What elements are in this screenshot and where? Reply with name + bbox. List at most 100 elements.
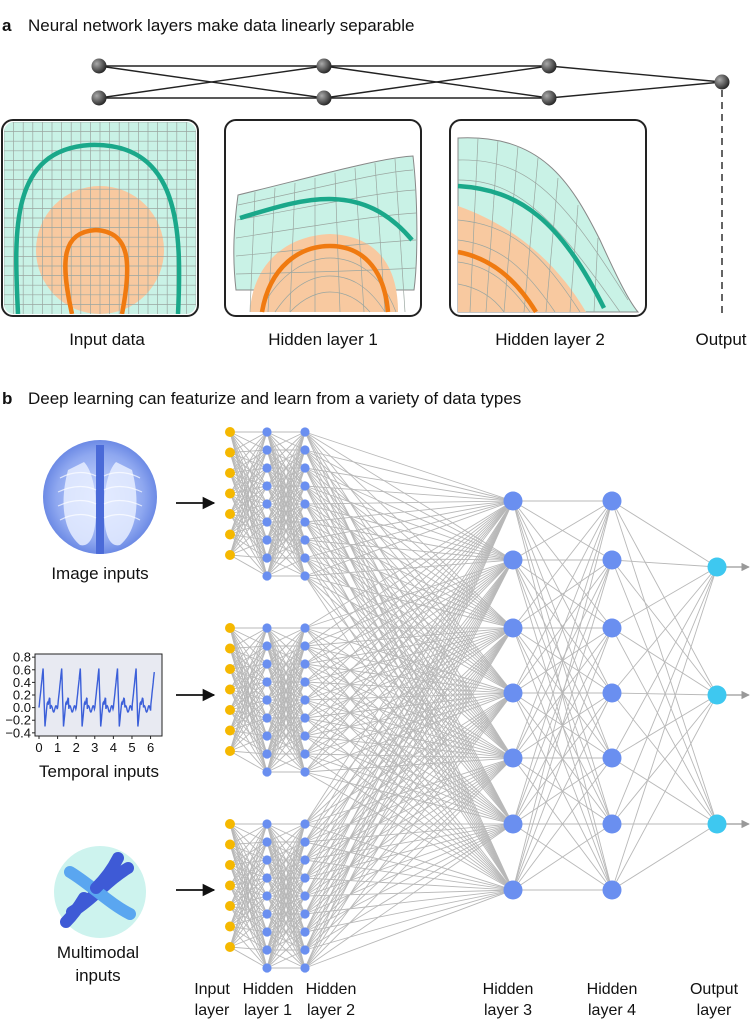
network-edge — [229, 627, 268, 670]
network-edge — [304, 559, 514, 915]
layer-label-input-2: layer — [195, 1002, 230, 1019]
network-edge — [229, 493, 268, 523]
network-edge — [229, 709, 268, 719]
input-node — [225, 488, 235, 499]
hidden-layer-1-node — [262, 427, 272, 437]
network-edge — [304, 841, 514, 891]
network-edge — [304, 559, 514, 719]
network-edge — [229, 844, 268, 879]
hidden-layer-3-node — [503, 491, 523, 511]
hidden-layer-1-node — [262, 659, 272, 669]
network-edge — [266, 823, 306, 861]
network-edge — [229, 841, 268, 886]
hidden-layer-2-node — [300, 499, 310, 509]
network-edge — [229, 885, 268, 897]
network-edge — [304, 627, 514, 879]
network-edge — [512, 500, 613, 561]
hidden-layer-2-node — [300, 837, 310, 847]
network-edge — [304, 431, 514, 561]
network-edge — [229, 864, 268, 879]
network-edge — [229, 431, 268, 541]
network-edge — [229, 539, 268, 556]
network-edge — [229, 668, 268, 773]
network-edge — [229, 895, 268, 907]
network-edge — [304, 500, 514, 897]
network-edge — [229, 472, 268, 559]
panel-b-title: Deep learning can featurize and learn fr… — [28, 389, 521, 408]
network-edge — [304, 823, 514, 933]
hidden-layer-3-node — [503, 748, 523, 768]
network-edge — [229, 627, 268, 719]
network-edge — [229, 467, 268, 494]
network-edge — [229, 431, 268, 556]
hidden-layer-1-node — [262, 749, 272, 759]
network-edge — [304, 500, 514, 879]
network-edge — [229, 844, 268, 951]
network-edge — [304, 559, 514, 701]
network-edge — [304, 500, 514, 915]
network-edge — [304, 692, 514, 719]
network-edge — [229, 699, 268, 711]
top-node — [91, 58, 107, 74]
network-edge — [266, 841, 306, 969]
network-edge — [266, 717, 306, 773]
network-edge — [229, 946, 268, 951]
network-edge — [229, 877, 268, 927]
network-edge — [304, 467, 514, 759]
network-edge — [304, 467, 514, 891]
network-edge — [266, 949, 306, 969]
network-edge — [304, 889, 514, 933]
network-edge — [266, 823, 306, 843]
network-edge — [266, 627, 306, 719]
network-edge — [304, 859, 514, 891]
network-edge — [229, 493, 268, 559]
network-edge — [304, 692, 514, 755]
network-edge — [229, 864, 268, 969]
network-edge — [304, 559, 514, 683]
input-node — [225, 880, 235, 891]
network-edge — [304, 500, 514, 755]
hidden-layer-2-node — [300, 427, 310, 437]
network-edge — [266, 895, 306, 969]
network-edge — [229, 823, 268, 861]
network-edge — [611, 566, 718, 825]
network-edge — [229, 627, 268, 649]
network-edge — [229, 645, 268, 752]
network-edge — [229, 877, 268, 948]
network-edge — [229, 864, 268, 951]
input-node — [225, 447, 235, 458]
top-node — [316, 58, 332, 74]
network-edge — [229, 668, 268, 701]
network-edge — [304, 735, 514, 759]
network-edge — [611, 559, 718, 568]
network-edge — [229, 554, 268, 577]
network-edge — [229, 493, 268, 577]
network-edge — [304, 500, 514, 647]
network-edge — [229, 503, 268, 535]
network-edge — [304, 627, 514, 665]
x-tick-label: 0 — [35, 740, 42, 755]
network-edge — [304, 521, 514, 694]
network-edge — [304, 627, 514, 701]
hidden-layer-2-node — [300, 535, 310, 545]
hidden-layer-3-node — [503, 618, 523, 638]
network-edge — [229, 844, 268, 969]
network-edge — [229, 841, 268, 845]
network-edge — [229, 885, 268, 951]
network-edge — [229, 668, 268, 683]
network-edge — [304, 627, 514, 683]
label-hidden-layer-2: Hidden layer 2 — [495, 330, 605, 349]
network-edge — [304, 757, 514, 861]
hidden-layer-1-node — [262, 945, 272, 955]
hidden-layer-1-node — [262, 837, 272, 847]
y-tick-label: −0.4 — [5, 725, 31, 740]
network-edge — [611, 559, 718, 825]
network-edge — [304, 692, 514, 951]
network-edge — [611, 500, 718, 568]
hidden-layer-1-node — [262, 695, 272, 705]
hidden-layer-2-node — [300, 517, 310, 527]
network-edge — [304, 500, 514, 825]
network-edge — [229, 472, 268, 577]
hidden-layer-2-node — [300, 623, 310, 633]
network-edge — [266, 645, 306, 773]
